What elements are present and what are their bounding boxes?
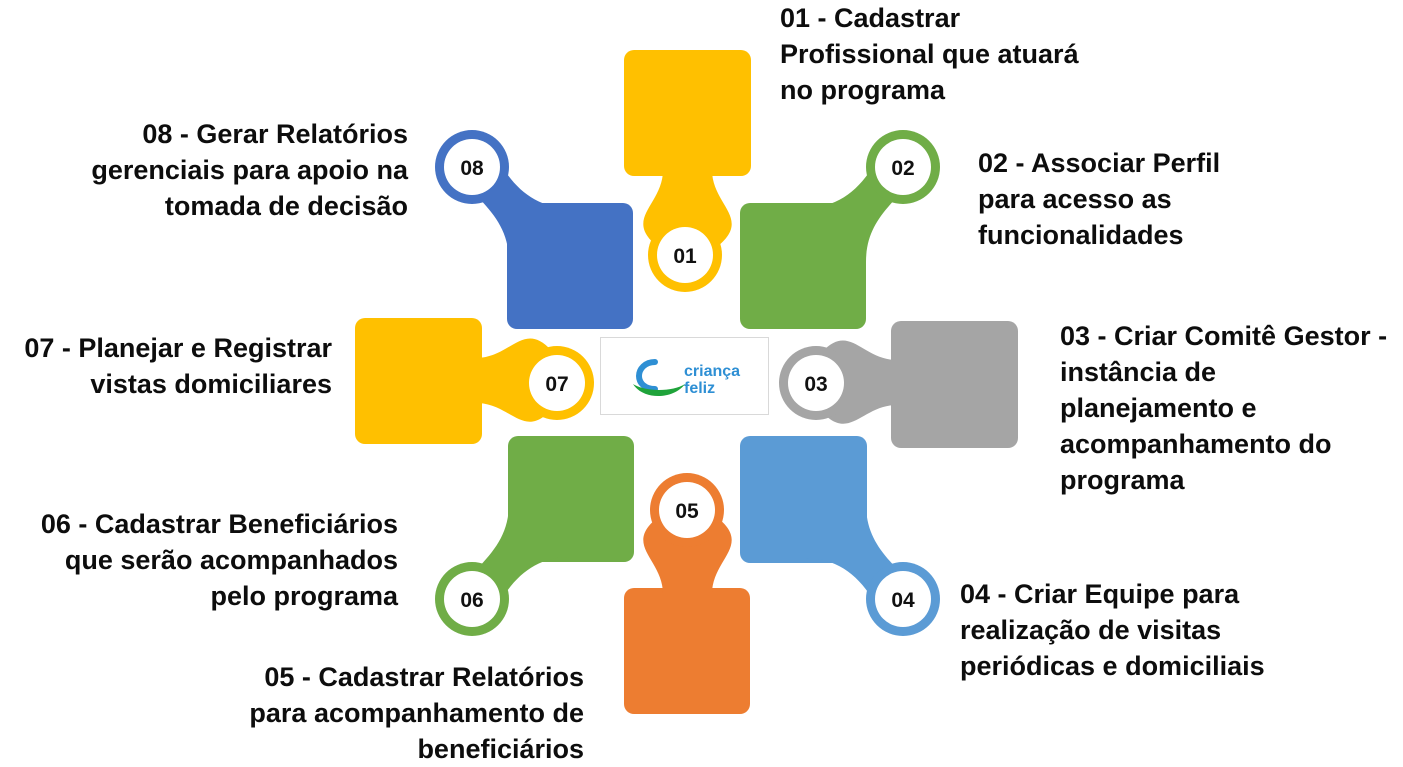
step-04-label: 04 - Criar Equipe para realização de vis…	[960, 579, 1265, 681]
step-01-label: 01 - Cadastrar Profissional que atuará n…	[780, 3, 1079, 105]
step-07-number: 07	[545, 373, 568, 396]
step-02-label: 02 - Associar Perfil para acesso as func…	[978, 148, 1221, 250]
step-03-shape: 03	[779, 321, 1018, 448]
step-04-number: 04	[891, 589, 915, 612]
step-03-number: 03	[804, 373, 827, 396]
step-08-shape: 08	[435, 130, 633, 329]
logo-text-line1: criança	[684, 363, 741, 380]
step-05-number: 05	[675, 500, 699, 523]
step-01-number: 01	[673, 245, 697, 268]
step-06-label: 06 - Cadastrar Beneficiários que serão a…	[40, 509, 398, 611]
step-02-shape: 02	[740, 130, 940, 329]
step-08-number: 08	[460, 157, 484, 180]
step-08-label: 08 - Gerar Relatórios gerenciais para ap…	[91, 119, 408, 221]
crianca-feliz-logo-icon	[633, 359, 685, 396]
step-06-shape: 06	[435, 436, 634, 636]
step-07-label: 07 - Planejar e Registrar vistas domicil…	[24, 333, 332, 399]
step-05-label: 05 - Cadastrar Relatórios para acompanha…	[249, 662, 584, 764]
step-06-number: 06	[460, 589, 483, 612]
step-01-shape: 01	[624, 50, 751, 292]
step-04-shape: 04	[740, 436, 940, 636]
step-03-label: 03 - Criar Comitê Gestor - instância de …	[1060, 321, 1388, 495]
logo-text-line2: feliz	[684, 380, 716, 397]
crianca-feliz-logo: criança feliz	[600, 337, 769, 415]
step-02-number: 02	[891, 157, 914, 180]
step-07-shape: 07	[355, 318, 594, 444]
step-05-shape: 05	[624, 473, 750, 714]
